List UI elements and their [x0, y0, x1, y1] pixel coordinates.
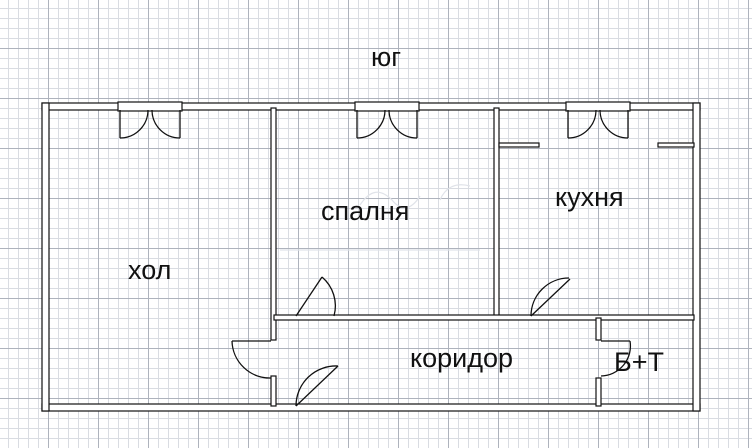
room-label-bedroom: спалня [321, 196, 410, 226]
door-entrance-icon [295, 365, 339, 407]
door-hol-icon [231, 340, 272, 379]
door-spalnya-icon [295, 276, 337, 317]
top-openings [117, 101, 631, 112]
door-bath-icon [600, 340, 632, 377]
door-kuhnya-icon [530, 277, 571, 317]
south-label: юг [371, 42, 402, 72]
interior-walls [270, 107, 695, 407]
room-label-living-room: хол [128, 255, 172, 285]
room-label-corridor: коридор [410, 343, 514, 373]
room-label-bathroom: Б+Т [614, 347, 664, 377]
double-door-kuhnya-icon [567, 109, 629, 139]
room-label-kitchen: кухня [555, 182, 624, 212]
double-door-spalnya-icon [356, 109, 418, 139]
watermark-logo [280, 184, 480, 251]
double-door-hol-icon [119, 109, 181, 139]
